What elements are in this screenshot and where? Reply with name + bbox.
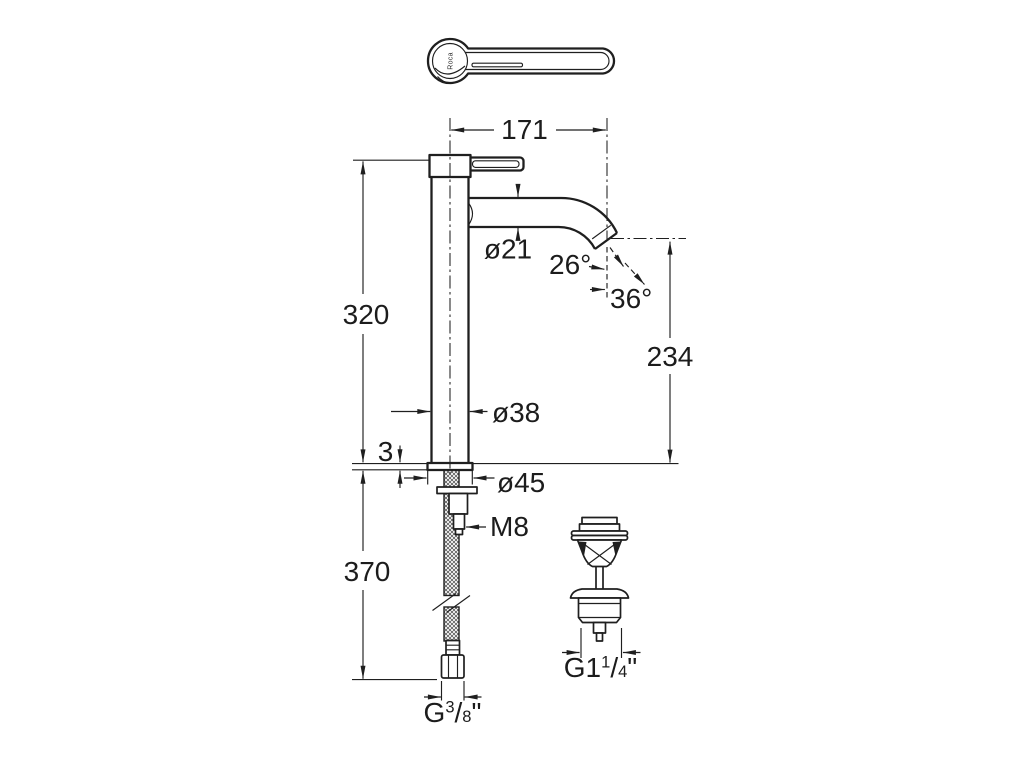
- waste-top-collar: [581, 516, 618, 525]
- waste-stem: [595, 566, 604, 589]
- waste-lower-stem: [592, 621, 607, 634]
- fixing-stud: [452, 513, 466, 530]
- supply-sup: 3: [445, 699, 454, 717]
- dim-outlet-height: 234: [473, 241, 694, 465]
- waste-quote: ": [627, 652, 637, 683]
- label-base-thickness: 3: [378, 436, 394, 467]
- label-spout-reach: 171: [501, 114, 548, 145]
- centerlines: [449, 118, 686, 476]
- label-body-diameter: ø38: [492, 397, 540, 428]
- waste-collar-lower: [578, 523, 621, 532]
- supply-quote: ": [471, 697, 481, 728]
- extension-line: [440, 681, 465, 701]
- spout-outline: [468, 196, 619, 250]
- handle-lever-inner-outline: [465, 51, 610, 71]
- supply-sub: 8: [462, 708, 471, 726]
- waste-lower-tip: [595, 632, 604, 642]
- label-outlet-height: 234: [647, 341, 694, 372]
- handle-hub-inner-circle: [431, 42, 469, 80]
- label-angle-36: 36°: [610, 283, 652, 314]
- jet-direction-arrow-2: [624, 262, 645, 285]
- dim-base-diameter: ø45: [404, 467, 545, 498]
- label-spout-diameter: ø21: [484, 234, 532, 265]
- label-supply-connection: G3/8": [424, 697, 482, 728]
- angle-26-pointer: [588, 264, 605, 270]
- handle-hub-arc-small: [437, 76, 451, 85]
- waste-body-lines: [578, 602, 621, 619]
- label-fixing-thread: M8: [490, 511, 529, 542]
- faucet-front-view: [426, 153, 619, 472]
- waste-dome-flange: [569, 588, 630, 599]
- lever-side-view: [466, 156, 525, 172]
- spout: [468, 196, 619, 250]
- dim-hose-length: 370: [344, 470, 437, 681]
- waste-sup: 1: [601, 654, 610, 672]
- extension-line: [427, 470, 473, 485]
- dim-spout-diameter: ø21: [484, 183, 532, 265]
- outlet-angle-annotations: 26° 36°: [549, 247, 652, 314]
- supply-main: G: [424, 697, 446, 728]
- dim-body-diameter: ø38: [391, 397, 540, 428]
- handle-hub-arc: [434, 65, 466, 75]
- hose-ferrule-ridges: [446, 644, 460, 651]
- handle-outline: [426, 37, 616, 85]
- hose-ferrule: [445, 639, 461, 656]
- handle-slot: [471, 62, 524, 68]
- brand-logo: Roca: [448, 52, 455, 70]
- label-hose-length: 370: [344, 556, 391, 587]
- waste-slash: /: [610, 652, 618, 683]
- dim-base-thickness: 3: [352, 436, 427, 488]
- lever-side-inner-line: [471, 160, 520, 168]
- waste-main: G1: [564, 652, 601, 683]
- supply-slash: /: [455, 697, 463, 728]
- fixing-washer: [436, 486, 478, 495]
- dim-supply-connection: G3/8": [424, 681, 482, 728]
- waste-crown-wedges: [578, 541, 621, 556]
- dim-waste-connection: G11/4": [562, 628, 641, 683]
- label-body-height: 320: [343, 299, 390, 330]
- hose-nut: [440, 654, 465, 679]
- dim-spout-reach: 171: [451, 114, 606, 145]
- dim-fixing-thread: M8: [466, 511, 529, 542]
- spout-body-fillet: [468, 202, 474, 226]
- fixing-stud-tip: [454, 528, 464, 536]
- waste-sub: 4: [618, 663, 627, 681]
- supply-hose: [432, 469, 471, 642]
- fixing-sleeve: [448, 492, 469, 515]
- fixing-hardware: [436, 486, 478, 536]
- waste-crown-lattice: [584, 544, 615, 565]
- label-waste-connection: G11/4": [564, 652, 637, 683]
- waste-body: [577, 597, 622, 624]
- aerator-line: [591, 224, 612, 240]
- label-base-diameter: ø45: [497, 467, 545, 498]
- hose-break-marks: [432, 593, 471, 613]
- drain-assembly: [569, 516, 630, 642]
- jet-direction-arrow-1: [609, 247, 624, 267]
- hose-connector: [440, 639, 465, 679]
- hose-nut-facets: [447, 655, 459, 678]
- handle-top-view: Roca: [426, 37, 616, 85]
- dim-body-height: 320: [343, 159, 429, 463]
- label-angle-26: 26°: [549, 249, 591, 280]
- extension-line: [580, 628, 623, 658]
